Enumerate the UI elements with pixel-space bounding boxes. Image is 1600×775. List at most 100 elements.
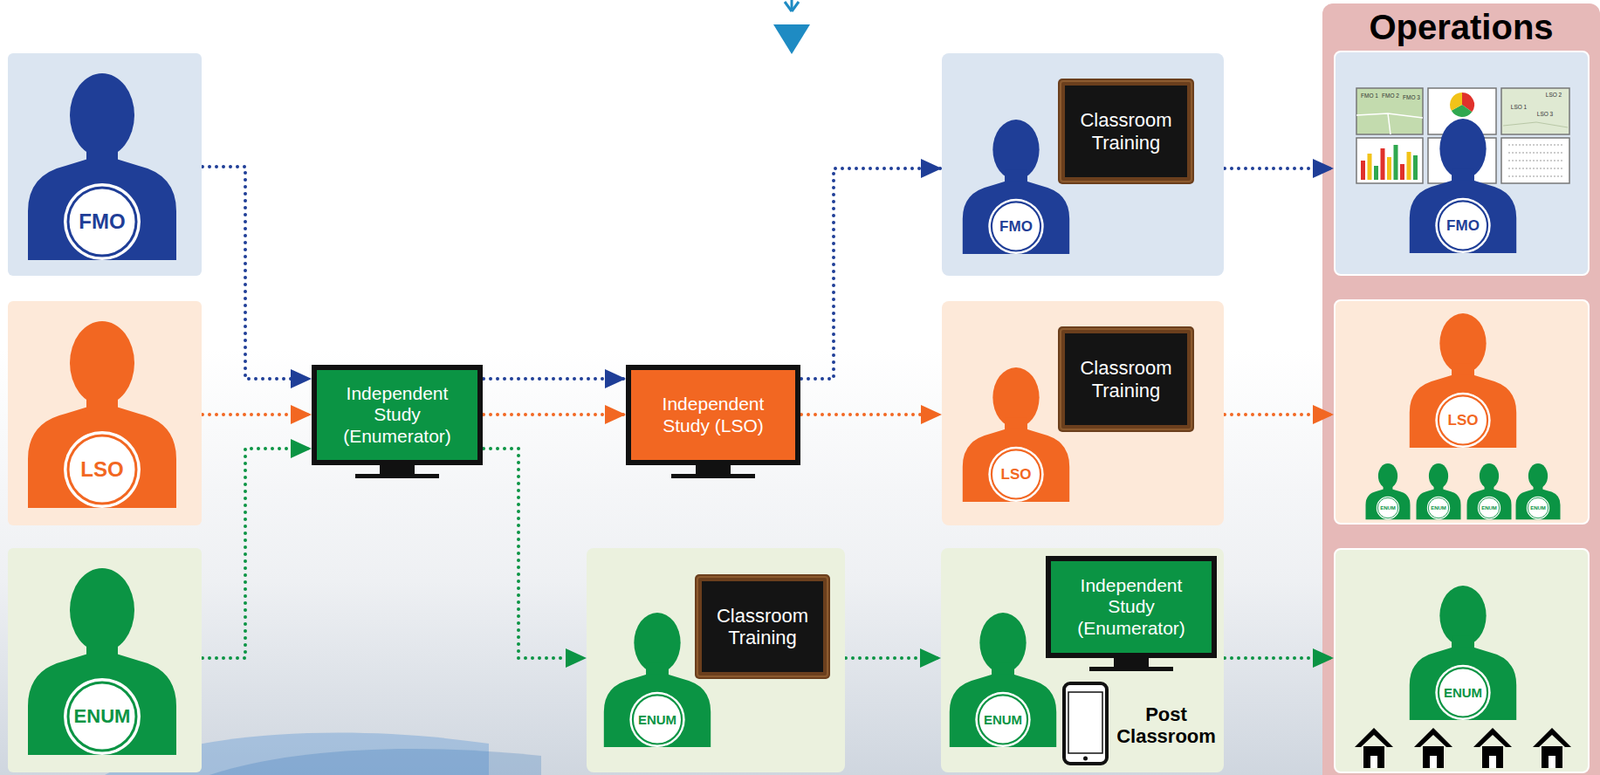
illustration-group — [1354, 585, 1572, 769]
badge-ring — [1435, 392, 1491, 448]
map-label-slot: FMO 1 — [1359, 91, 1381, 100]
operations-panel: FMOFMO 1FMO 2FMO 3LSO 2LSO 1LSO 3 — [1333, 50, 1590, 276]
badge-circle — [1428, 497, 1449, 518]
badge-circle — [1438, 200, 1488, 250]
person-icon — [1409, 313, 1517, 448]
decor-shape — [1380, 148, 1386, 180]
chalkboard — [694, 574, 831, 680]
person-icon — [27, 73, 177, 261]
decor-shape — [1508, 176, 1563, 178]
chalkboard-frame — [697, 576, 828, 677]
badge-label-slot: ENUM — [1378, 502, 1398, 514]
arrow-stem — [784, 1, 792, 12]
chalkboard-frame — [1057, 326, 1195, 433]
monitor-label-slot: Independent Study (LSO) — [647, 370, 779, 461]
node-illustration — [7, 548, 202, 773]
badge-label: ENUM — [1380, 505, 1396, 512]
badge-ring — [975, 692, 1031, 748]
person-body — [1467, 488, 1512, 520]
chalkboard-label: Classroom Training — [1064, 357, 1188, 402]
badge-circle — [68, 682, 137, 751]
illustration-group — [1356, 88, 1570, 254]
badge-circle — [978, 694, 1028, 744]
flow-arrow — [202, 166, 311, 379]
badge-circle — [1478, 497, 1499, 518]
badge-label: ENUM — [1481, 505, 1497, 512]
badge-ring — [63, 183, 141, 261]
node-illustration — [941, 301, 1224, 526]
person-icon — [949, 612, 1057, 748]
monitor-stand — [379, 465, 415, 474]
monitor-box: Independent Study (LSO) — [625, 364, 801, 466]
monitor-box: Independent Study (Enumerator) — [311, 364, 483, 466]
badge-label-slot: ENUM — [1428, 502, 1449, 514]
badge-circle — [1377, 497, 1398, 518]
house-icon — [1414, 727, 1453, 769]
badge-label: LSO — [80, 457, 124, 482]
decor-shape — [1508, 160, 1563, 162]
operations-panel: LSOENUMENUMENUMENUM — [1333, 299, 1590, 525]
training-panel: Classroom TrainingFMO — [941, 53, 1224, 276]
person-body — [604, 674, 711, 749]
badge-label-slot: ENUM — [1479, 502, 1499, 514]
decor-shape — [1064, 683, 1107, 764]
person-body — [27, 158, 177, 261]
badge-circle — [68, 435, 137, 504]
badge-label-slot: FMO — [1439, 212, 1486, 239]
monitor-label: Independent Study (LSO) — [647, 393, 779, 436]
decor-shape — [1356, 113, 1423, 135]
badge-label-slot: LSO — [69, 452, 135, 488]
node-illustration — [7, 53, 202, 276]
decor-shape — [1422, 746, 1444, 769]
badge-label: FMO — [1446, 217, 1480, 235]
decor-shape — [1083, 756, 1088, 762]
decor-shape — [1489, 755, 1497, 769]
illustration-group — [962, 326, 1195, 502]
badge-label: ENUM — [1443, 685, 1483, 701]
badge-label-slot: ENUM — [69, 699, 135, 735]
node-illustration — [7, 301, 202, 526]
flow-arrow — [1224, 656, 1333, 660]
flow-arrow — [202, 448, 311, 659]
illustration-group — [355, 465, 440, 479]
monitor-base — [671, 473, 756, 479]
phone-icon — [1064, 683, 1107, 764]
decor-shape — [1482, 746, 1504, 769]
badge-label: ENUM — [74, 705, 131, 728]
map-label: FMO 2 — [1381, 92, 1400, 99]
decor-shape — [1387, 157, 1392, 180]
badge-ring — [1477, 496, 1501, 520]
incoming-arrow-symbol — [773, 0, 811, 55]
flow-arrow — [1224, 166, 1333, 171]
training-panel: Classroom TrainingLSO — [941, 301, 1224, 526]
badge-ring — [988, 199, 1044, 255]
badge-ring — [63, 678, 141, 756]
badge-circle — [1438, 395, 1488, 445]
badge-label-slot: LSO — [992, 461, 1039, 488]
badge-circle — [991, 449, 1041, 499]
decor-shape — [1449, 92, 1463, 111]
flow-arrow — [483, 412, 625, 417]
badge-label-slot: LSO — [1439, 407, 1486, 433]
badge-label: LSO — [1001, 466, 1032, 484]
role-panel: FMO — [7, 53, 202, 276]
illustration-group — [604, 574, 831, 748]
decor-shape — [1400, 164, 1405, 180]
chalkboard-label-slot: Classroom Training — [1064, 85, 1188, 178]
person-body — [949, 674, 1057, 749]
monitor-base — [355, 473, 440, 479]
panel-caption-slot: Post Classroom — [1112, 701, 1221, 749]
house-icon — [1473, 727, 1512, 769]
band-title: Operations — [1368, 6, 1553, 48]
illustration-group — [27, 321, 177, 509]
chalkboard-surface — [1064, 85, 1188, 178]
decor-shape — [1370, 755, 1378, 769]
badge-circle — [991, 201, 1041, 251]
person-body — [1366, 488, 1411, 520]
person-icon — [1409, 118, 1517, 254]
illustration-group — [1366, 313, 1561, 520]
person-icon — [27, 568, 177, 756]
chalkboard-label: Classroom Training — [701, 604, 824, 650]
badge-circle — [1527, 497, 1548, 518]
